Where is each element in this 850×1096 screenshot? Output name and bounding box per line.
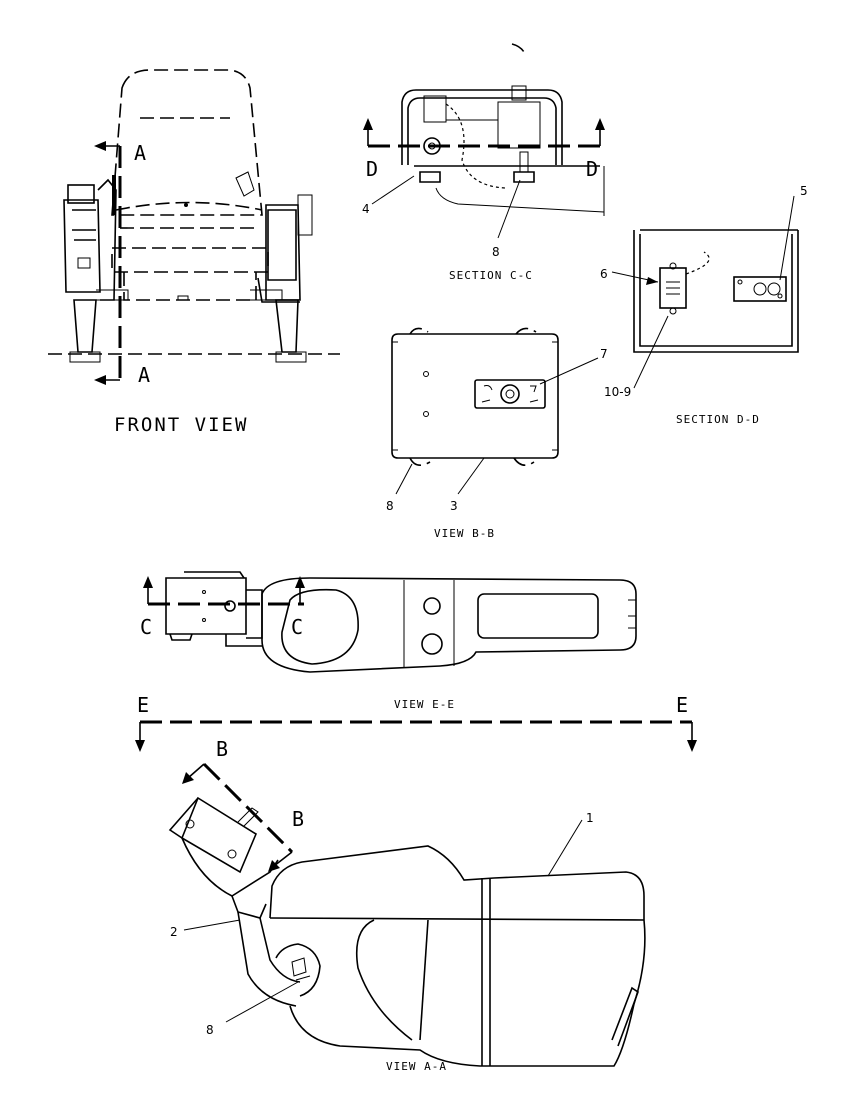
callout-2: 2: [170, 925, 178, 939]
section-letter-e-right: E: [676, 693, 688, 717]
callout-7: 7: [600, 347, 608, 361]
view-aa-title: VIEW A-A: [386, 1060, 447, 1073]
callout-6: 6: [600, 267, 608, 281]
section-letter-b-top: B: [216, 737, 228, 761]
callout-4: 4: [362, 202, 370, 216]
section-cc: D D 4 8 SECTION C-C: [362, 43, 605, 282]
callout-8-section-cc: 8: [492, 245, 500, 259]
section-letter-e-left: E: [137, 693, 149, 717]
view-aa: B B 1 2 8 VIEW A-A: [168, 737, 646, 1073]
section-letter-b-bottom: B: [292, 807, 304, 831]
callout-5: 5: [800, 184, 808, 198]
section-dd: 5 6 10-9 SECTION D-D: [600, 184, 808, 426]
view-ee-title: VIEW E-E: [394, 698, 455, 711]
section-dd-title: SECTION D-D: [676, 413, 760, 426]
section-cc-title: SECTION C-C: [449, 269, 533, 282]
callout-8-view-bb: 8: [386, 499, 394, 513]
section-letter-a-top: A: [134, 141, 146, 165]
view-bb-title: VIEW B-B: [434, 527, 495, 540]
section-line-ee: E E: [135, 693, 697, 752]
section-letter-a-bottom: A: [138, 363, 150, 387]
front-view-title: FRONT VIEW: [114, 414, 248, 436]
section-letter-d-left: D: [366, 157, 378, 181]
callout-1: 1: [586, 811, 594, 825]
callout-3: 3: [450, 499, 458, 513]
front-view: A A FRONT VIEW: [48, 69, 340, 436]
callout-8-view-aa: 8: [206, 1023, 214, 1037]
callout-10-9: 10-9: [604, 385, 631, 399]
view-bb: 7 8 3 VIEW B-B: [386, 327, 608, 540]
view-ee: C C VIEW E-E: [140, 571, 637, 711]
section-letter-d-right: D: [586, 157, 598, 181]
section-letter-c-right: C: [291, 615, 303, 639]
section-letter-c-left: C: [140, 615, 152, 639]
